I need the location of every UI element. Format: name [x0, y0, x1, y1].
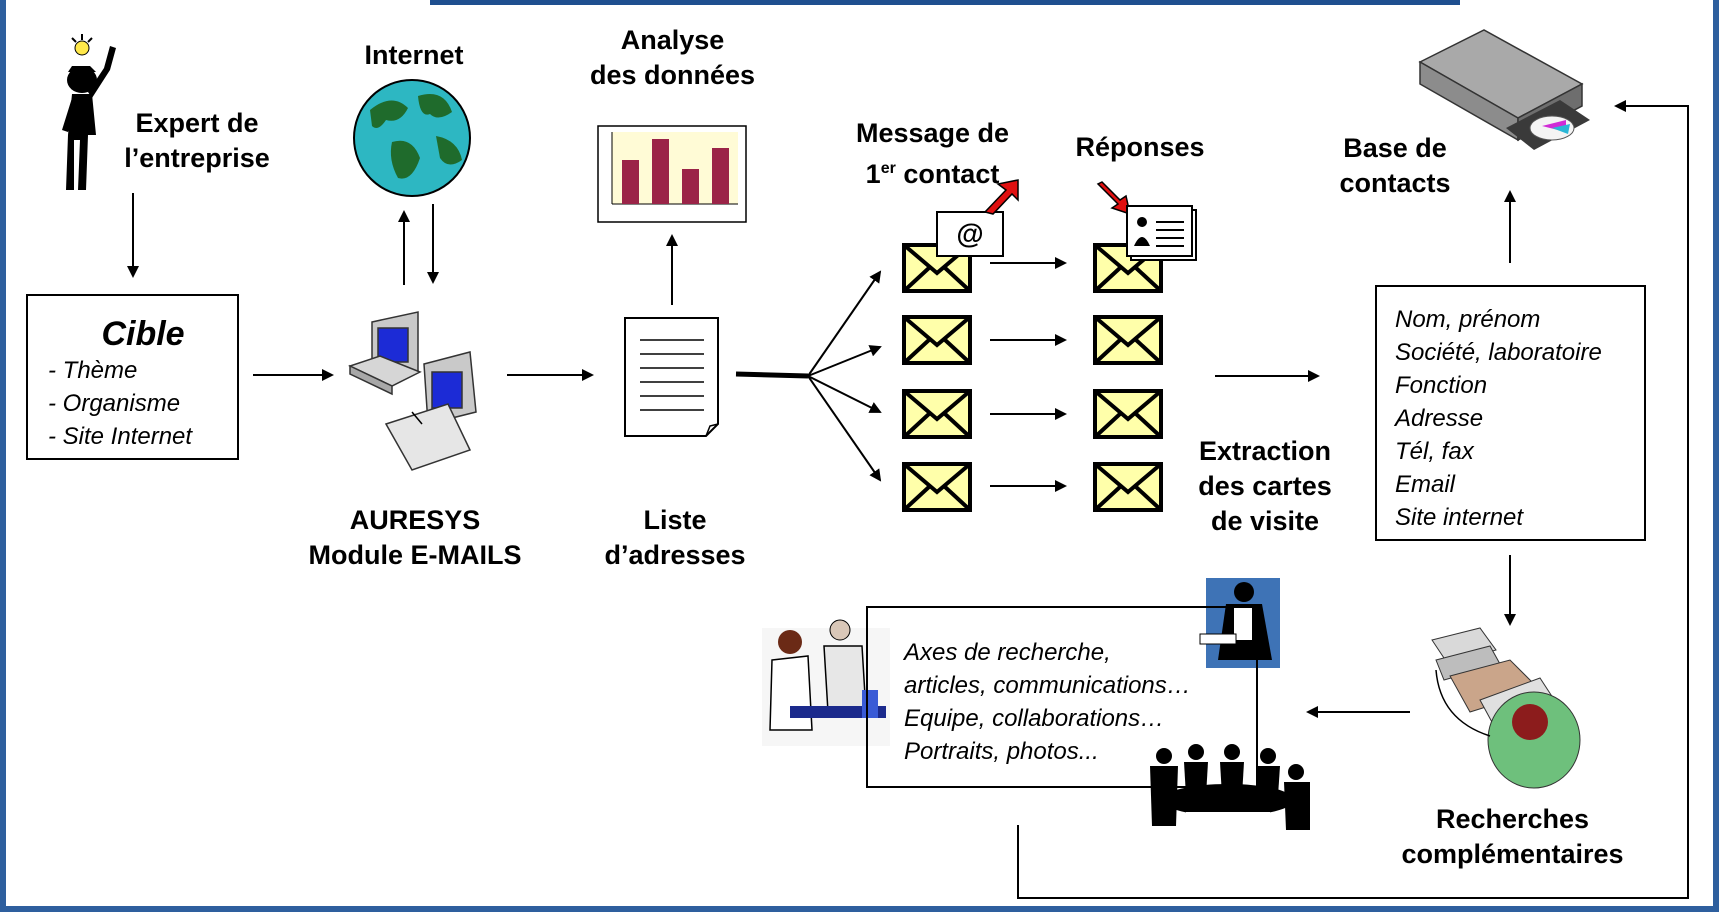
researchers-icon: [762, 619, 890, 746]
cible-box: Cible - Thème - Organisme - Site Interne…: [26, 294, 239, 460]
globe-icon: [353, 79, 471, 197]
auresys-line1: AURESYS: [349, 505, 481, 535]
auresys-line2: Module E-MAILS: [308, 540, 522, 570]
envelope-icon: [1093, 389, 1163, 439]
contact-field: Email: [1395, 471, 1456, 498]
extraction-line2: des cartes: [1198, 471, 1332, 501]
cible-title: Cible: [101, 315, 185, 353]
lightbulb-person-icon: [62, 34, 116, 190]
cible-item: - Site Internet: [48, 423, 193, 450]
cible-item: - Organisme: [48, 390, 181, 417]
base-line1: Base de: [1343, 133, 1447, 163]
base-line2: contacts: [1339, 168, 1451, 198]
business-card-icon: [1096, 181, 1197, 261]
research-item: Equipe, collaborations…: [904, 705, 1165, 732]
title-bar-edge: [430, 0, 1460, 5]
document-icon: [624, 317, 719, 437]
research-item: Axes de recherche,: [904, 639, 1111, 666]
contact-field: Tél, fax: [1395, 438, 1474, 465]
liste-label: Liste d’adresses: [580, 503, 770, 573]
cible-item: - Thème: [48, 357, 138, 384]
cd-drive-icon: [1418, 29, 1590, 150]
analyse-line2: des données: [589, 60, 756, 90]
bar-chart-icon: [597, 125, 747, 223]
reponses-label: Réponses: [1075, 132, 1205, 162]
response-arrows: [990, 257, 1067, 492]
message-line1: Message de: [855, 118, 1010, 148]
extraction-line3: de visite: [1210, 506, 1320, 536]
envelope-icon: [902, 462, 972, 512]
extraction-line1: Extraction: [1198, 436, 1332, 466]
research-item: articles, communications…: [904, 672, 1191, 699]
auresys-label: AURESYS Module E-MAILS: [290, 503, 540, 573]
at-card-icon: [936, 179, 1019, 257]
research-item: Portraits, photos...: [904, 738, 1099, 765]
message-label: Message de 1er contact: [840, 116, 1025, 192]
computers-icon: [347, 311, 477, 471]
message-line2: 1er contact: [865, 159, 1000, 189]
recherches-label: Recherches complémentaires: [1380, 802, 1645, 872]
worker-icon: [1431, 627, 1581, 789]
contact-field: Société, laboratoire: [1395, 339, 1602, 366]
envelope-icon: [1093, 462, 1163, 512]
distribution-fan: [735, 270, 882, 482]
contact-field: Fonction: [1395, 372, 1488, 399]
extraction-label: Extraction des cartes de visite: [1180, 434, 1350, 539]
reply-envelopes: [1093, 243, 1163, 512]
liste-line2: d’adresses: [604, 540, 746, 570]
contact-field: Site internet: [1395, 504, 1524, 531]
expert-label: Expert de l’entreprise: [112, 106, 282, 176]
expert-line2: l’entreprise: [124, 143, 270, 173]
sent-envelopes: [902, 243, 972, 512]
meeting-icon: [1140, 738, 1316, 834]
contact-fields-box: Nom, prénom Société, laboratoire Fonctio…: [1375, 285, 1646, 541]
expert-line1: Expert de: [135, 108, 259, 138]
envelope-icon: [902, 315, 972, 365]
recherches-line1: Recherches: [1435, 804, 1590, 834]
liste-line1: Liste: [643, 505, 707, 535]
envelope-icon: [1093, 315, 1163, 365]
analyse-label: Analyse des données: [570, 23, 775, 93]
recherches-line2: complémentaires: [1401, 839, 1624, 869]
teacher-icon: [1199, 578, 1280, 668]
envelope-icon: [902, 389, 972, 439]
contact-field: Nom, prénom: [1395, 306, 1541, 333]
internet-label: Internet: [364, 40, 464, 70]
analyse-line1: Analyse: [620, 25, 725, 55]
flow-arrows: [127, 100, 1689, 899]
base-contacts-label: Base de contacts: [1320, 131, 1470, 201]
at-symbol: @: [956, 218, 984, 249]
research-box: Axes de recherche, articles, communicati…: [866, 606, 1258, 788]
contact-field: Adresse: [1395, 405, 1484, 432]
